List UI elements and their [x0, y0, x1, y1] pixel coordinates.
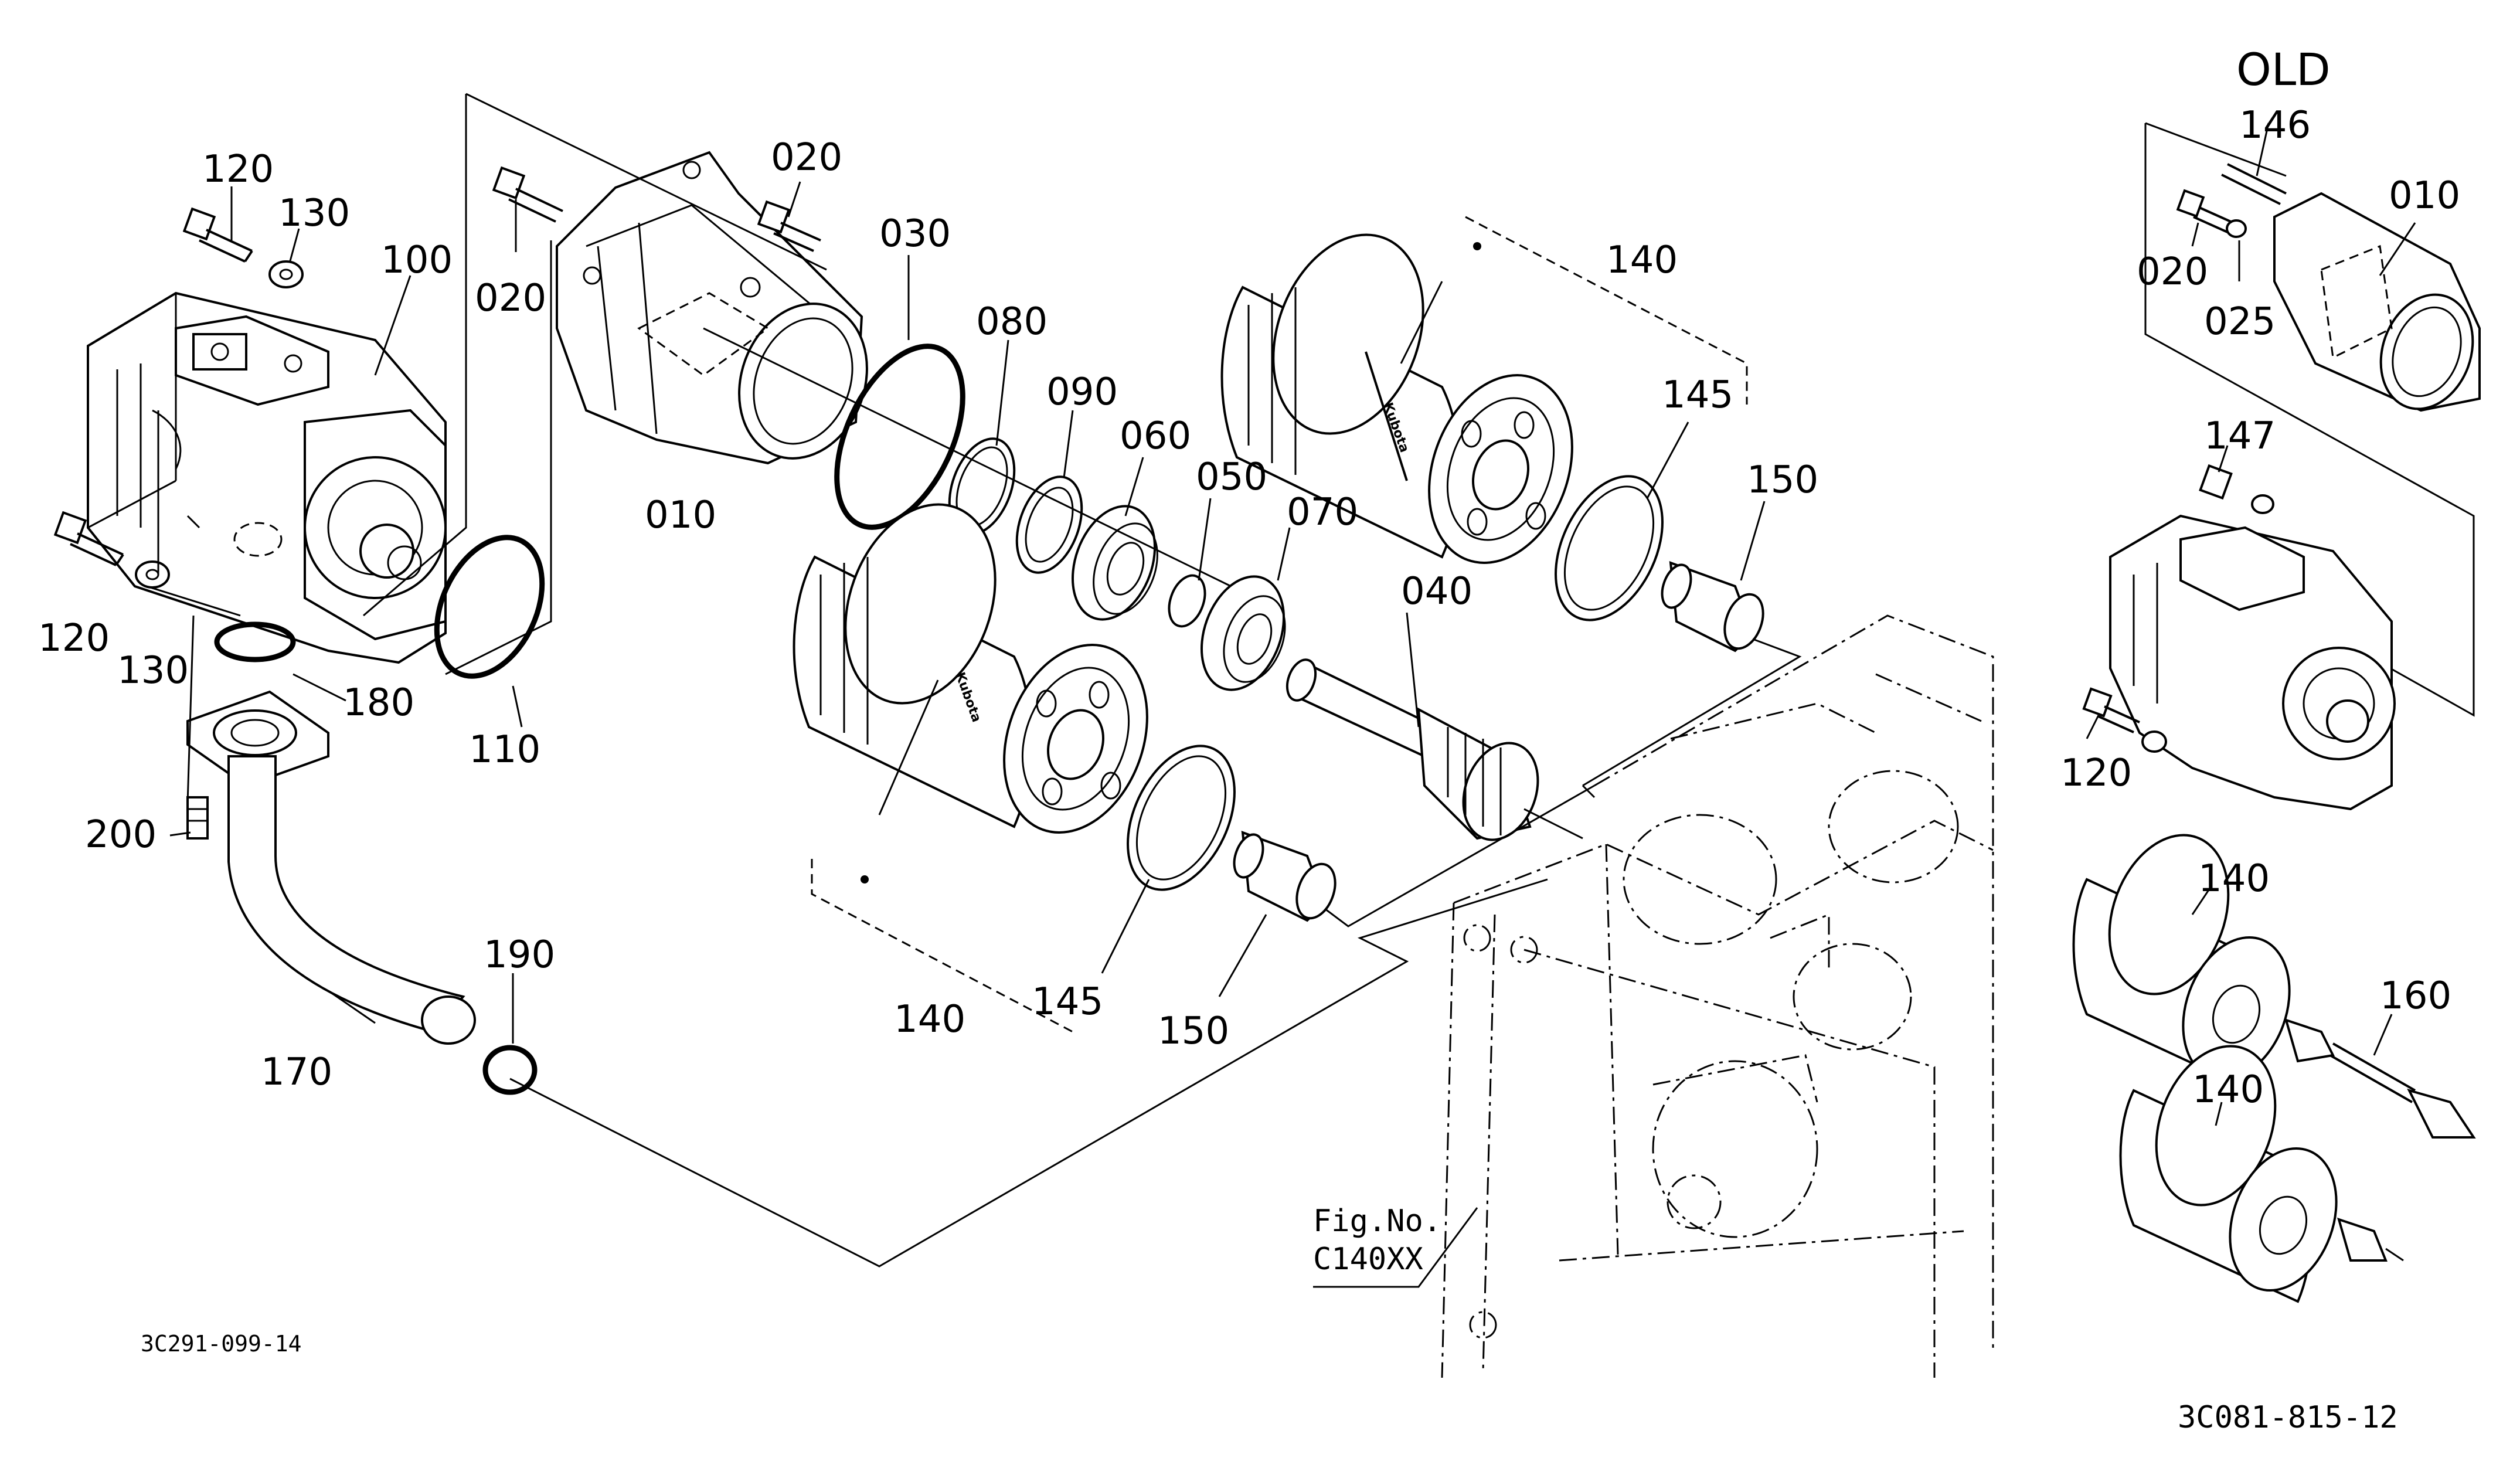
callout-145-top: 145 [1662, 373, 1733, 417]
callout-140-bottom: 140 [894, 998, 965, 1041]
callout-060: 060 [1120, 414, 1191, 458]
washer-147-old [2251, 494, 2274, 514]
snap-ring-050 [1168, 574, 1206, 628]
callout-190: 190 [484, 933, 555, 977]
callout-120-top: 120 [202, 148, 274, 191]
transmission-case-outline [1441, 614, 1994, 1378]
callout-020-a: 020 [475, 277, 546, 320]
oil-filter-140-top: Kubota [1220, 233, 1573, 564]
pump-old [2109, 514, 2396, 811]
callout-150-top: 150 [1747, 458, 1818, 502]
callout-leaders [169, 181, 1766, 1044]
callout-020-old: 020 [2137, 250, 2208, 294]
bracket-140-bottom [811, 859, 1073, 1033]
bolt-020-a [492, 166, 563, 223]
o-ring-110 [434, 535, 545, 679]
callout-147-old: 147 [2204, 414, 2276, 458]
plug-200 [186, 796, 209, 840]
hydraulic-pump-assembly [87, 291, 447, 664]
dot-140-top [1473, 242, 1481, 250]
washer-130-mid [135, 560, 170, 589]
callout-050: 050 [1196, 456, 1267, 499]
housing-010-old [2273, 192, 2481, 412]
callout-130-top: 130 [278, 192, 350, 235]
callout-025-old: 025 [2204, 300, 2276, 344]
callout-110: 110 [469, 728, 540, 772]
fitting-150-top [1661, 561, 1764, 653]
callout-030: 030 [879, 212, 951, 256]
callout-146-old: 146 [2239, 104, 2311, 147]
callout-070: 070 [1287, 491, 1358, 534]
callout-040: 040 [1401, 570, 1472, 613]
callout-020-b: 020 [771, 136, 842, 179]
bearing-060 [1071, 505, 1158, 621]
o-ring-180 [214, 621, 296, 662]
callout-180: 180 [343, 681, 414, 725]
callout-150-bottom: 150 [1158, 1010, 1229, 1053]
pump-housing-010 [556, 151, 868, 465]
callout-010: 010 [645, 494, 716, 537]
callout-090: 090 [1046, 371, 1118, 414]
gasket-145-top [1555, 475, 1664, 621]
alignment-lines [146, 93, 1802, 1288]
callout-010-old: 010 [2389, 174, 2460, 218]
callout-130-mid: 130 [117, 649, 189, 692]
old-heading: OLD [2236, 43, 2331, 96]
fitting-150-bottom [1233, 831, 1336, 922]
bearing-070 [1200, 575, 1286, 691]
old-variant-panel [2072, 122, 2481, 1303]
bolt-020-old [2176, 189, 2234, 233]
callout-140-old2: 140 [2192, 1068, 2264, 1112]
bolt-120-old [2082, 687, 2140, 733]
bolt-120-mid [53, 511, 124, 566]
gasket-145-bottom [1127, 745, 1236, 891]
plug-147-old [2199, 464, 2233, 500]
bolt-146-old [2221, 163, 2287, 205]
callout-200: 200 [85, 813, 157, 857]
o-ring-030 [834, 344, 965, 530]
callout-140-old1: 140 [2198, 857, 2270, 900]
callout-140-top: 140 [1606, 239, 1678, 282]
callout-145-bottom: 145 [1032, 980, 1103, 1024]
washer-130-top [268, 260, 304, 288]
callout-120-mid: 120 [38, 617, 110, 660]
dot-140-bottom [861, 875, 869, 883]
callout-080: 080 [976, 300, 1048, 344]
bracket-140-top [1465, 216, 1748, 405]
callout-160-old: 160 [2380, 974, 2451, 1018]
washer-090 [1015, 475, 1083, 574]
drawing-code-right: 3C081-815-12 [2178, 1400, 2398, 1435]
o-ring-190 [482, 1045, 538, 1095]
bolt-020-b [757, 200, 821, 252]
oil-filter-140-bottom: Kubota [793, 503, 1148, 834]
filter-140-old1 [2072, 834, 2291, 1092]
fig-reference-number: C140XX [1313, 1242, 1423, 1277]
fitting-150-old [2337, 1217, 2404, 1262]
callout-100: 100 [381, 239, 453, 282]
suction-pipe-170 [186, 690, 476, 1045]
callout-120-old: 120 [2060, 752, 2132, 795]
washer-120-old [2141, 730, 2167, 753]
washer-025-old [2226, 219, 2247, 238]
bevel-gear-shaft-040 [1285, 658, 1539, 841]
bolt-120-top [182, 207, 253, 263]
extension-160-old [2284, 1018, 2476, 1139]
drawing-code-left: 3C291-099-14 [141, 1331, 302, 1357]
callout-170: 170 [261, 1051, 332, 1094]
fig-reference-label: Fig.No. [1313, 1204, 1441, 1239]
